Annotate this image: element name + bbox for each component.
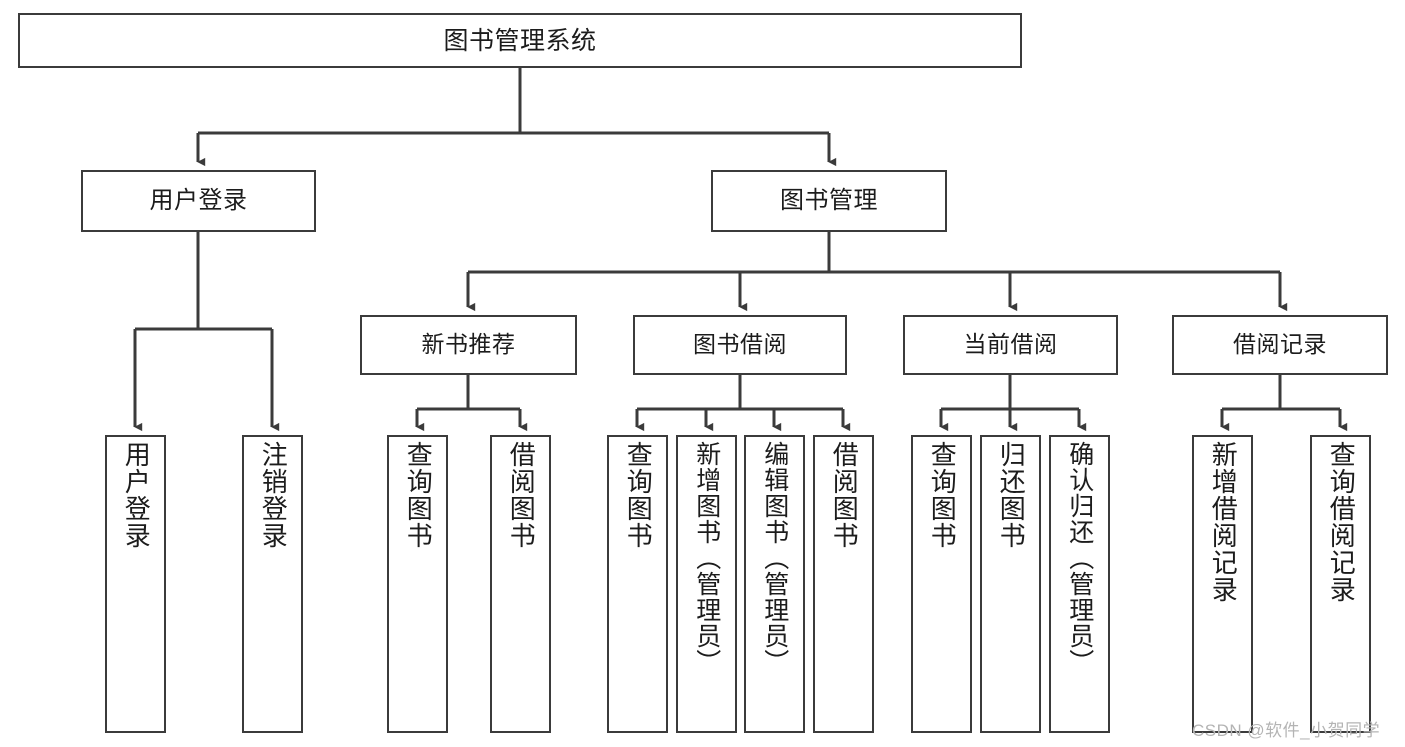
node-borrow-record[interactable]: 借阅记录 [1172, 315, 1388, 375]
node-leaf-edit-book-label: 编辑图书（管理员） [760, 441, 789, 675]
node-book-manage[interactable]: 图书管理 [711, 170, 947, 232]
node-leaf-confirm-return[interactable]: 确认归还（管理员） [1049, 435, 1110, 733]
node-leaf-query-book-2-label: 查询图书 [623, 441, 654, 549]
node-leaf-return-book[interactable]: 归还图书 [980, 435, 1041, 733]
node-leaf-user-login-label: 用户登录 [121, 441, 152, 549]
node-leaf-borrow-book-1[interactable]: 借阅图书 [490, 435, 551, 733]
csdn-watermark: CSDN @软件_小贺同学 [1192, 721, 1381, 740]
node-current-borrow[interactable]: 当前借阅 [903, 315, 1118, 375]
node-book-borrow-label: 图书借阅 [693, 331, 787, 358]
node-current-borrow-label: 当前借阅 [963, 331, 1058, 358]
node-borrow-record-label: 借阅记录 [1233, 331, 1327, 358]
node-leaf-add-record-label: 新增借阅记录 [1208, 441, 1239, 603]
node-leaf-add-book[interactable]: 新增图书（管理员） [676, 435, 737, 733]
node-leaf-borrow-book-2-label: 借阅图书 [829, 441, 860, 549]
node-leaf-add-record[interactable]: 新增借阅记录 [1192, 435, 1253, 733]
node-leaf-query-record-label: 查询借阅记录 [1326, 441, 1357, 603]
node-leaf-query-book-3[interactable]: 查询图书 [911, 435, 972, 733]
node-leaf-query-book-1[interactable]: 查询图书 [387, 435, 448, 733]
node-book-manage-label: 图书管理 [780, 186, 878, 214]
node-leaf-return-book-label: 归还图书 [996, 441, 1027, 549]
node-new-book-recommend-label: 新书推荐 [421, 331, 516, 358]
node-root[interactable]: 图书管理系统 [18, 13, 1022, 68]
node-leaf-user-login[interactable]: 用户登录 [105, 435, 166, 733]
node-leaf-edit-book[interactable]: 编辑图书（管理员） [744, 435, 805, 733]
node-leaf-borrow-book-2[interactable]: 借阅图书 [813, 435, 874, 733]
node-leaf-user-logout-label: 注销登录 [258, 441, 289, 549]
node-user-login-label: 用户登录 [149, 186, 248, 214]
node-leaf-borrow-book-1-label: 借阅图书 [506, 441, 537, 549]
node-leaf-query-book-2[interactable]: 查询图书 [607, 435, 668, 733]
node-book-borrow[interactable]: 图书借阅 [633, 315, 847, 375]
node-user-login[interactable]: 用户登录 [81, 170, 316, 232]
node-leaf-query-book-1-label: 查询图书 [403, 441, 434, 549]
node-leaf-query-book-3-label: 查询图书 [927, 441, 958, 549]
node-leaf-confirm-return-label: 确认归还（管理员） [1065, 441, 1094, 675]
node-leaf-query-record[interactable]: 查询借阅记录 [1310, 435, 1371, 733]
node-leaf-add-book-label: 新增图书（管理员） [692, 441, 721, 675]
node-leaf-user-logout[interactable]: 注销登录 [242, 435, 303, 733]
node-root-label: 图书管理系统 [443, 26, 597, 55]
node-new-book-recommend[interactable]: 新书推荐 [360, 315, 577, 375]
